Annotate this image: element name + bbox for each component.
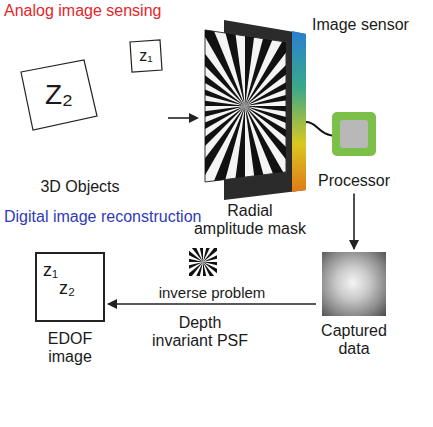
- label-text: Image sensor: [312, 16, 409, 34]
- depth-label: z₂: [59, 278, 75, 299]
- processor-chip: [332, 112, 376, 156]
- wedge: [245, 72, 374, 106]
- label-text: 3D Objects: [18, 178, 142, 196]
- connector-arrow: [353, 193, 355, 249]
- wedge: [189, 262, 203, 275]
- node-label: Processor: [318, 172, 390, 190]
- label-text: Radial amplitude mask: [192, 202, 308, 239]
- depth-label: z₁: [43, 260, 58, 281]
- sensing-arrow: [168, 117, 197, 119]
- wedge: [245, 0, 324, 106]
- wedge: [125, 106, 245, 171]
- node: z₁: [128, 38, 164, 74]
- edof-frame: z₁z₂: [35, 252, 105, 322]
- node: z₁z₂ EDOF image: [35, 252, 105, 367]
- connector-arrow: [108, 303, 316, 305]
- object-square: [21, 60, 97, 130]
- wedge: [245, 41, 365, 106]
- node: Processor: [318, 112, 390, 190]
- node-label: Captured data: [320, 322, 388, 359]
- label-text: Analog image sensing: [4, 2, 161, 20]
- object-label: Z₂: [45, 79, 73, 111]
- wedge: [203, 249, 217, 262]
- chip-core: [340, 120, 368, 148]
- node: Captured data: [320, 252, 388, 359]
- label-text: Digital image reconstruction: [4, 208, 201, 226]
- object-label: z₁: [139, 47, 152, 65]
- wedge: [196, 248, 203, 262]
- wedge: [116, 106, 245, 140]
- wedge: [211, 0, 245, 106]
- wedge: [203, 262, 210, 276]
- node-label: EDOF image: [35, 330, 105, 367]
- wedge: [245, 0, 295, 106]
- radial-pattern: [115, 0, 375, 236]
- label-text: Depth invariant PSF: [150, 314, 250, 351]
- wedge: [142, 106, 245, 198]
- edge-label: inverse problem: [157, 284, 268, 301]
- captured-image: [322, 252, 386, 316]
- psf-pattern: [189, 248, 217, 276]
- node: Z₂: [18, 58, 100, 132]
- sensor-edge: [292, 31, 306, 192]
- object-square: [130, 40, 162, 72]
